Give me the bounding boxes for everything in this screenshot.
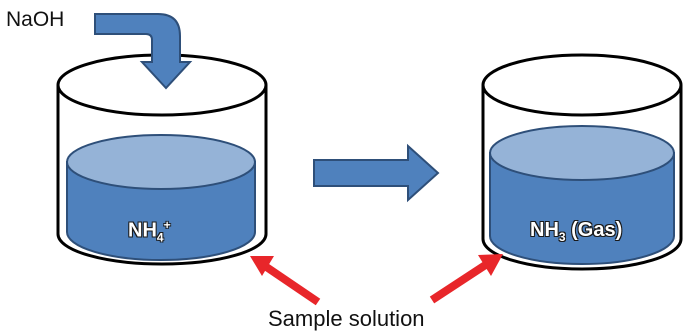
after-solution-base: NH	[530, 219, 559, 241]
before-solution-base: NH	[128, 219, 157, 242]
reaction-arrow	[313, 143, 440, 203]
after-solution-label: NH3 (Gas)	[530, 219, 622, 244]
right-pointer-arrow	[429, 254, 503, 304]
before-solution-superscript: +	[163, 218, 171, 232]
right-beaker	[481, 53, 683, 271]
before-solution-label: NH4+	[128, 218, 171, 245]
after-solution-subscript: 3	[558, 230, 566, 244]
right-liquid-surface	[489, 125, 675, 181]
right-liquid	[489, 152, 675, 265]
left-liquid	[66, 161, 256, 261]
left-pointer-arrow	[250, 256, 321, 306]
before-solution-subscript: 4	[156, 230, 164, 245]
after-solution-suffix: (Gas)	[565, 219, 623, 241]
naoh-pour-arrow	[94, 13, 193, 90]
sample-solution-label: Sample solution	[268, 306, 425, 331]
left-liquid-surface	[66, 134, 256, 190]
naoh-label: NaOH	[6, 8, 65, 31]
left-beaker	[56, 53, 268, 266]
